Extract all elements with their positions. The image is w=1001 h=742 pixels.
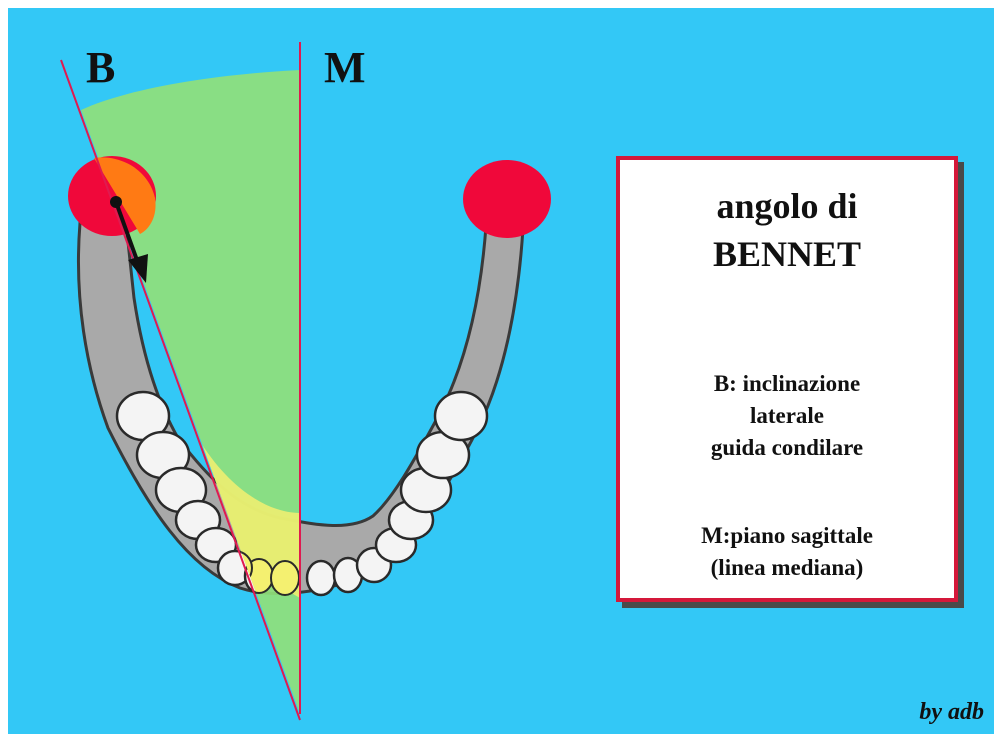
title-line-1: angolo di (620, 182, 954, 230)
info-title: angolo di BENNET (620, 182, 954, 278)
info-box: angolo di BENNET B: inclinazione lateral… (616, 156, 958, 602)
label-m: M (324, 46, 366, 90)
author-credit: by adb (919, 699, 984, 726)
m-line-2: (linea mediana) (620, 552, 954, 584)
b-line-2: laterale (620, 400, 954, 432)
title-line-2: BENNET (620, 230, 954, 278)
m-line-1: M:piano sagittale (620, 520, 954, 552)
info-m-description: M:piano sagittale (linea mediana) (620, 520, 954, 584)
diagram-canvas: B M angolo di BENNET B: inclinazione lat… (8, 8, 994, 734)
right-condyle (463, 160, 551, 238)
b-line-1: B: inclinazione (620, 368, 954, 400)
info-b-description: B: inclinazione laterale guida condilare (620, 368, 954, 464)
b-line-3: guida condilare (620, 432, 954, 464)
label-b: B (86, 46, 115, 90)
